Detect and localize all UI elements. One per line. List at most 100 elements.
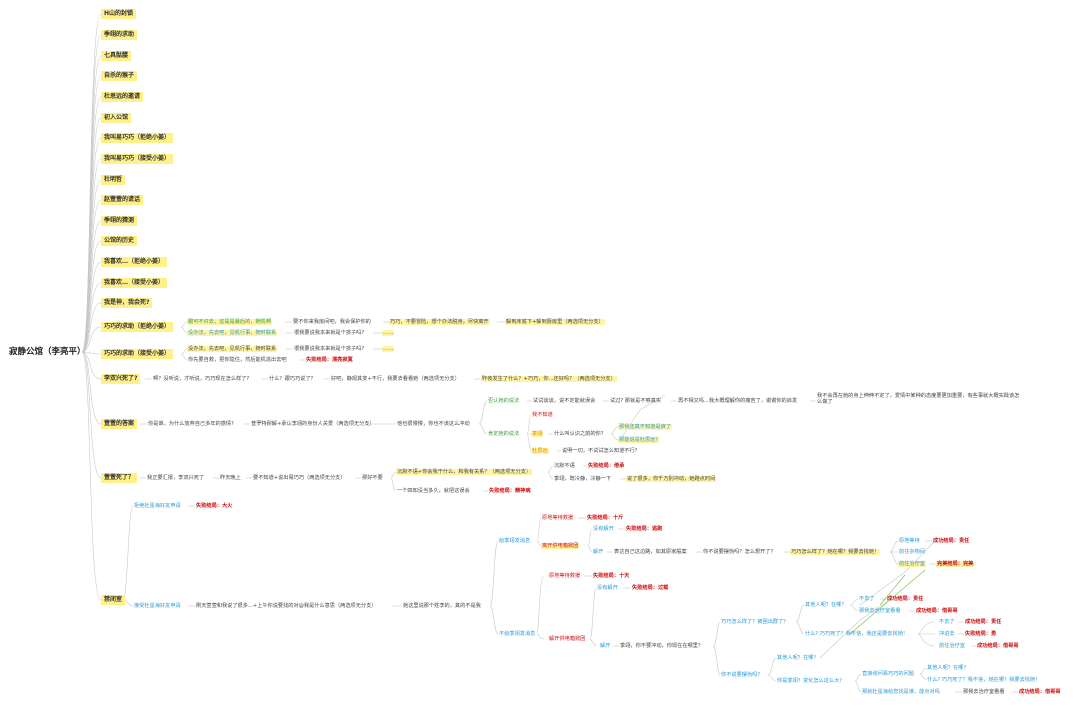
option-node: 否认她的说法 (488, 398, 520, 404)
option-node: 给季翊发消息 (499, 538, 531, 544)
dialog-node: 普罗特耐解+承认李翊的身份人关爱（两选项无分支） (251, 421, 375, 427)
main-node: 七具骷髅 (101, 51, 132, 61)
ending-node: 失败结局：精神病 (489, 488, 531, 494)
option-node: 什么? 巧巧死了？我不信，我还是要去找她！ (805, 631, 908, 637)
main-node: 季翊的求助 (101, 30, 138, 40)
main-node: 巧巧的求助（拒绝小姜） (101, 322, 174, 332)
ending-node: 失败结局：漂亮寂寞 (306, 357, 353, 363)
option-node: 其他人呢？在哪？ (777, 655, 819, 661)
option-node: 没有解开 (597, 585, 618, 591)
option-node: 前往治疗室 (939, 643, 965, 649)
main-node: 公馆的历史 (101, 236, 138, 246)
dialog-node: 试试谈谈，说不定能就误会 (533, 398, 596, 404)
option-node: 没办法，先去吧，见机行事，随时联系 (187, 330, 278, 336)
option-node: 不去了 (939, 619, 955, 625)
option-node: 解开供电箱掀团 (549, 636, 586, 642)
dialog-node: 她这里说那个姓李的，真的不是我 (403, 603, 481, 609)
option-node: 直接询问易巧巧的问题 (862, 671, 914, 677)
option-node: 你是季翊？变化怎么这么大？ (777, 678, 845, 684)
option-node: 那我去治疗室看看 (859, 608, 901, 614)
option-node: 我不知道 (532, 412, 553, 418)
main-node: 我是神，我会死? (101, 298, 153, 308)
dialog-node: 那能说是杜思远? (618, 437, 660, 443)
dialog-node: 沉默不语 (554, 463, 575, 469)
dialog-node: 那好不要 (362, 475, 383, 481)
dialog-node: 好吧，静观其变+不行，我要去看看她（两选项无分支） (331, 376, 460, 382)
dialog-node: …… (382, 330, 395, 336)
option-node: 离开供电箱掀团 (541, 543, 580, 549)
main-node: 初入公馆 (101, 113, 132, 123)
option-node: 跟可不许去，这是是最后的，随机啊 (187, 319, 273, 325)
main-node: 李双兴死了? (101, 374, 141, 384)
dialog-node: 我正要汇报，李双兴死了 (147, 475, 205, 481)
ending-node: 完美结局：完美 (936, 561, 975, 567)
dialog-node: 那我还真不知道是谁了 (618, 424, 672, 430)
dialog-node: 要不你来我房间吧，我会保护你的 (293, 319, 371, 325)
option-node: 拒绝杜星海好友申请 (134, 503, 181, 509)
option-node: 不给季翊发消息 (499, 631, 536, 637)
ending-node: 失败结局：大火 (196, 503, 233, 509)
dialog-node: 要不知道+说出易巧巧（两选项无分支） (253, 475, 346, 481)
dialog-node: 你是谁，为什么放弃自己多年的感情? (148, 421, 234, 427)
option-node: 那就杜星海给您找是谁，能点对吗 (862, 689, 940, 695)
option-node: 没有解开 (593, 526, 614, 532)
ending-node: 成功结局：责任 (887, 596, 924, 602)
dialog-node: 再不相又吗...我大概理解你的痛苦了，谢谢你的启发 (678, 398, 798, 404)
main-node: 杜明哲 (101, 175, 126, 185)
dialog-node: 我不会再在她的身上伸伸不定了，爱情中某种的态度要更加重要，有些事就大概实践该怎么… (817, 393, 1020, 405)
option-node: 肯定她的说法 (488, 431, 520, 437)
option-node: 其他人呢？在哪？ (805, 602, 847, 608)
option-node: 冲进去 (939, 631, 955, 637)
dialog-node: 躲到床底下+躲到厨房里（两选项无分支） (505, 319, 605, 325)
dialog-node: 刚天萱萱和我说了很多...+上午你说要找的对@我是什么意思（两选项无分支） (196, 603, 377, 609)
option-node: 不去了 (859, 596, 875, 602)
dialog-node: 一个四知没当多久，就把这误会 (397, 488, 470, 494)
ending-node: 失败结局：倦承 (588, 463, 625, 469)
dialog-node: 说明一切，不试试怎么知道不行？ (562, 448, 640, 454)
ending-node: 成功结局：借哥哥 (977, 643, 1019, 649)
dialog-node: 啊？没听说，才听说，巧巧现在怎么样了? (153, 376, 250, 382)
dialog-node: 昨夜发生了什么？+巧巧，你...还好吗？（两选项无分支） (481, 376, 617, 382)
dialog-node: 没办法，先去吧，见机行事，随时联系 (187, 346, 278, 352)
option-node: 原地等待救援 (549, 573, 581, 579)
option-node: 前往杂物间 (899, 549, 925, 555)
option-node: 原地等待救援 (542, 515, 574, 521)
main-node: 我叫易巧巧（拒绝小姜） (101, 133, 174, 143)
option-node: 解开 (600, 643, 611, 649)
main-node: 季翊的猜测 (101, 216, 138, 226)
main-node: H山的封锁 (101, 9, 137, 19)
main-node: 萱萱的答案 (101, 419, 138, 429)
dialog-node: 什么叫认识之前的你? (554, 431, 604, 437)
dialog-node: 你先要自救，把你隐住，然后能机逃出去吧 (188, 357, 287, 363)
root-node: 寂静公馆（李亮平） (9, 347, 86, 357)
dialog-node: 什么？跟巧巧说了？ (269, 376, 316, 382)
main-node: 杜思远的邀请 (101, 92, 144, 102)
dialog-node: …… (382, 346, 395, 352)
option-node: 接受杜星海好友申请 (134, 603, 181, 609)
option-node: 你不说要摆伪吗？ (721, 672, 763, 678)
main-node: 我喜欢…（接受小姜） (101, 278, 168, 288)
main-node: 赵萱萱的谎话 (101, 195, 144, 205)
dialog-node: 很我要说我本来就是个孩子吗? (294, 330, 365, 336)
dialog-node: 表达自己这边路，如其原家般案 (614, 549, 687, 555)
dialog-node: 沉默不语+你会我干什么，和我有关系？（两选项无分支） (396, 469, 533, 475)
main-node: 自杀的猴子 (101, 71, 138, 81)
main-node: 我叫易巧巧（接受小姜） (101, 154, 174, 164)
dialog-node: 巧巧，不要冒险，想个办法脱身，尽快离开 (389, 319, 490, 325)
ending-node: 成功结局：责任 (933, 538, 970, 544)
main-node: 萱萱死了？ (101, 473, 138, 483)
dialog-node: 巧巧怎么样了？她在哪？我要去找她！ (790, 549, 881, 555)
ending-node: 失败结局：勇 (965, 631, 997, 637)
dialog-node: 季翊，既冷静，冷静一下 (554, 476, 612, 482)
ending-node: 成功结局：责任 (965, 619, 1002, 625)
main-node: 禁闭室 (101, 595, 126, 605)
option-node: 巧巧怎么样了？被困出群了？ (721, 619, 789, 625)
dialog-node: 他也很慢慢，你也不该这么冲动 (397, 421, 470, 427)
dialog-node: 很我要说我本来就是个孩子吗? (294, 346, 365, 352)
dialog-node: 昨天晚上 (220, 475, 241, 481)
option-node: 季翊 (531, 431, 544, 437)
ending-node: 失败结局：逃跑 (626, 526, 663, 532)
option-node: 什么? 巧巧死了？我不信，她在哪？我要去找她！ (927, 677, 1041, 683)
main-node: 巧巧的求助（接受小姜） (101, 349, 174, 359)
ending-node: 成功结局：借哥哥 (1019, 689, 1061, 695)
